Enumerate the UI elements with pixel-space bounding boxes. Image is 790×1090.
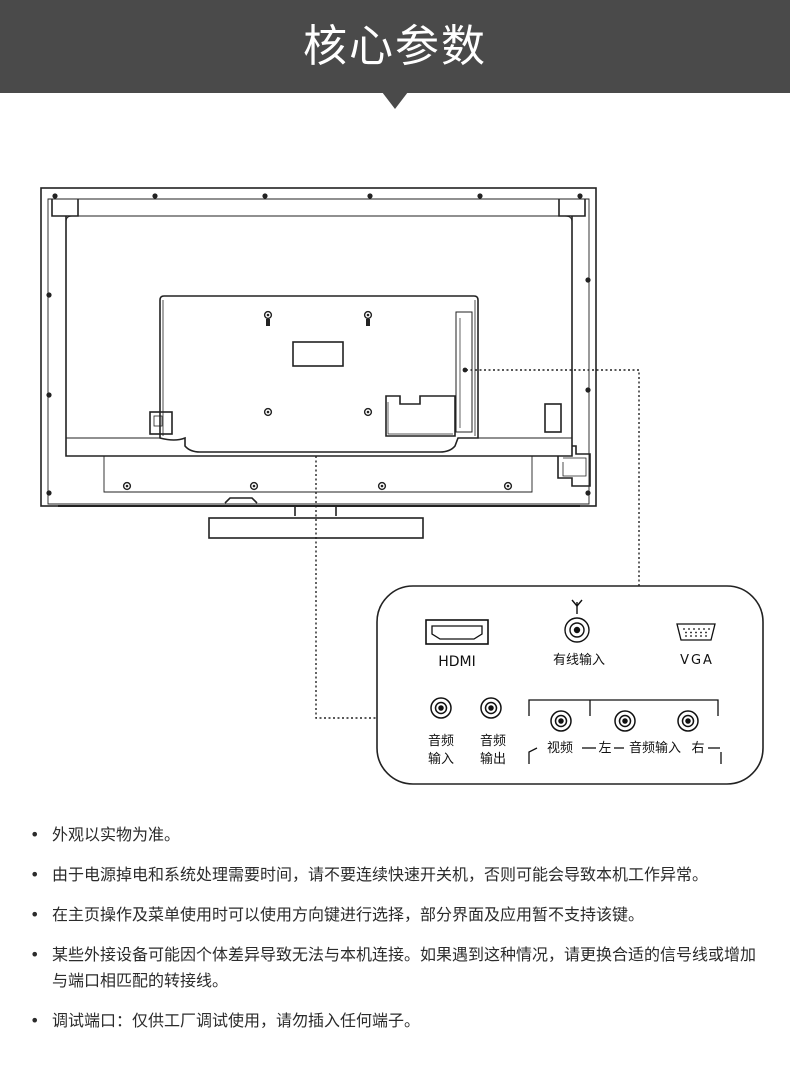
note-text: 外观以实物为准。 — [52, 825, 181, 844]
note-text: 由于电源掉电和系统处理需要时间，请不要连续快速开关机，否则可能会导致本机工作异常… — [52, 865, 709, 884]
screw-holes — [46, 193, 591, 496]
hdmi-label: HDMI — [438, 654, 476, 670]
bullet: • — [30, 905, 40, 924]
bullet: • — [30, 865, 40, 884]
vga-label: VGA — [680, 653, 714, 668]
callout-lines — [315, 369, 640, 719]
audio-in-label-line2: 输入 — [428, 751, 454, 767]
header-banner: 核心参数 — [0, 0, 790, 109]
audio-left-label: 左 — [598, 741, 611, 756]
audio-in-jack-icon — [430, 697, 452, 719]
video-label: 视频 — [547, 741, 573, 756]
antenna-port-icon — [564, 599, 590, 643]
header-pointer-arrow — [382, 92, 408, 109]
bullet: • — [30, 1011, 40, 1030]
vga-port-icon — [676, 623, 716, 641]
tv-back-panel — [40, 187, 597, 539]
audio-out-label-line1: 音频 — [480, 733, 506, 749]
list-item: • 某些外接设备可能因个体差异导致无法与本机连接。如果遇到这种情况，请更换合适的信… — [30, 942, 770, 994]
video-jack-icon — [550, 710, 572, 732]
bullet: • — [30, 825, 40, 844]
list-item: • 外观以实物为准。 — [30, 822, 770, 848]
list-item: • 调试端口：仅供工厂调试使用，请勿插入任何端子。 — [30, 1008, 770, 1034]
notes-list: • 外观以实物为准。 • 由于电源掉电和系统处理需要时间，请不要连续快速开关机，否则… — [30, 822, 770, 1048]
mounting-holes — [122, 310, 513, 491]
list-item: • 由于电源掉电和系统处理需要时间，请不要连续快速开关机，否则可能会导致本机工作异… — [30, 862, 770, 888]
note-text: 调试端口：仅供工厂调试使用，请勿插入任何端子。 — [52, 1011, 421, 1030]
note-text: 某些外接设备可能因个体差异导致无法与本机连接。如果遇到这种情况，请更换合适的信号… — [52, 945, 757, 990]
audio-right-jack-icon — [677, 710, 699, 732]
av-input-group-bracket — [528, 699, 722, 764]
note-text: 在主页操作及菜单使用时可以使用方向键进行选择，部分界面及应用暂不支持该键。 — [52, 905, 645, 924]
port-panel: HDMI 有线输入 VGA — [376, 585, 764, 785]
audio-right-label: 右 — [691, 741, 704, 756]
audio-out-label-line2: 输出 — [480, 751, 506, 767]
bullet: • — [30, 945, 40, 964]
tv-rear-diagram: HDMI 有线输入 VGA — [40, 187, 764, 785]
audio-out-jack-icon — [480, 697, 502, 719]
audio-input-label: 音频输入 — [629, 740, 681, 756]
hdmi-port-icon — [425, 619, 489, 645]
list-item: • 在主页操作及菜单使用时可以使用方向键进行选择，部分界面及应用暂不支持该键。 — [30, 902, 770, 928]
audio-in-label-line1: 音频 — [428, 733, 454, 749]
audio-left-jack-icon — [614, 710, 636, 732]
page-title: 核心参数 — [303, 21, 487, 72]
cable-input-label: 有线输入 — [553, 652, 605, 668]
